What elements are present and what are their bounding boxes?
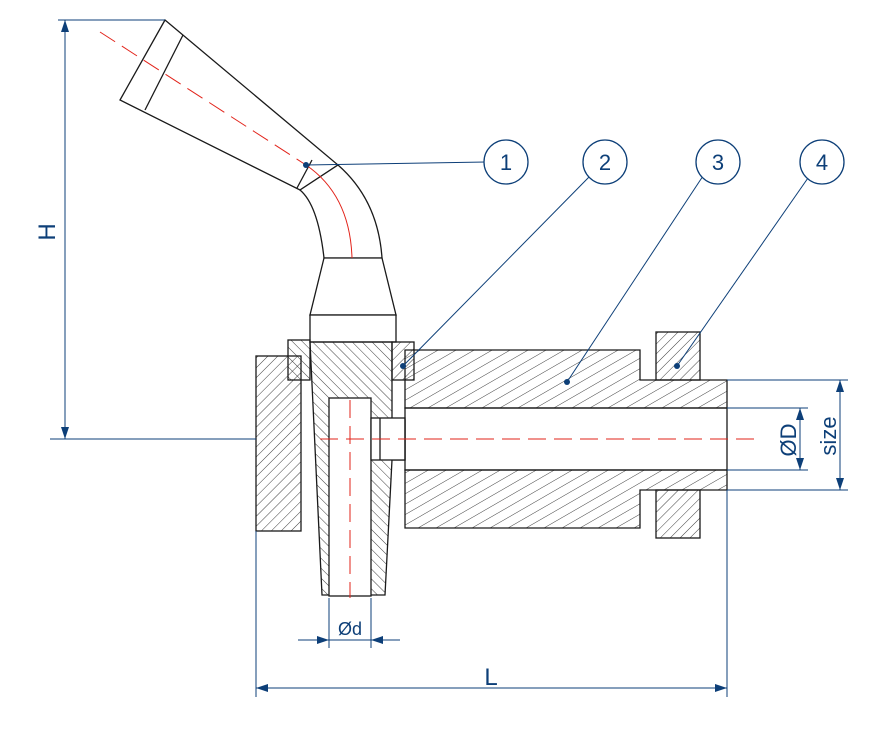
handle-part: [99, 18, 397, 343]
left-nut: [255, 339, 311, 532]
dimension-label-h: H: [34, 223, 61, 240]
callout-label-3: 3: [712, 150, 724, 175]
centerlines: [320, 400, 760, 598]
dimension-lines: [50, 19, 848, 697]
valve-cone: [309, 341, 406, 597]
dimension-label-size: size: [816, 416, 841, 455]
dimension-label-d: Ød: [338, 619, 362, 639]
callout-label-1: 1: [500, 150, 512, 175]
callout-label-2: 2: [599, 150, 611, 175]
callout-4: 4: [674, 139, 845, 369]
dimension-label-l: L: [484, 664, 497, 691]
callout-label-4: 4: [816, 150, 828, 175]
callout-2: 2: [400, 139, 628, 369]
callout-1: 1: [303, 139, 529, 185]
callout-3: 3: [564, 139, 741, 385]
lock-nut: [655, 331, 701, 539]
dimension-label-od: ØD: [776, 424, 801, 457]
